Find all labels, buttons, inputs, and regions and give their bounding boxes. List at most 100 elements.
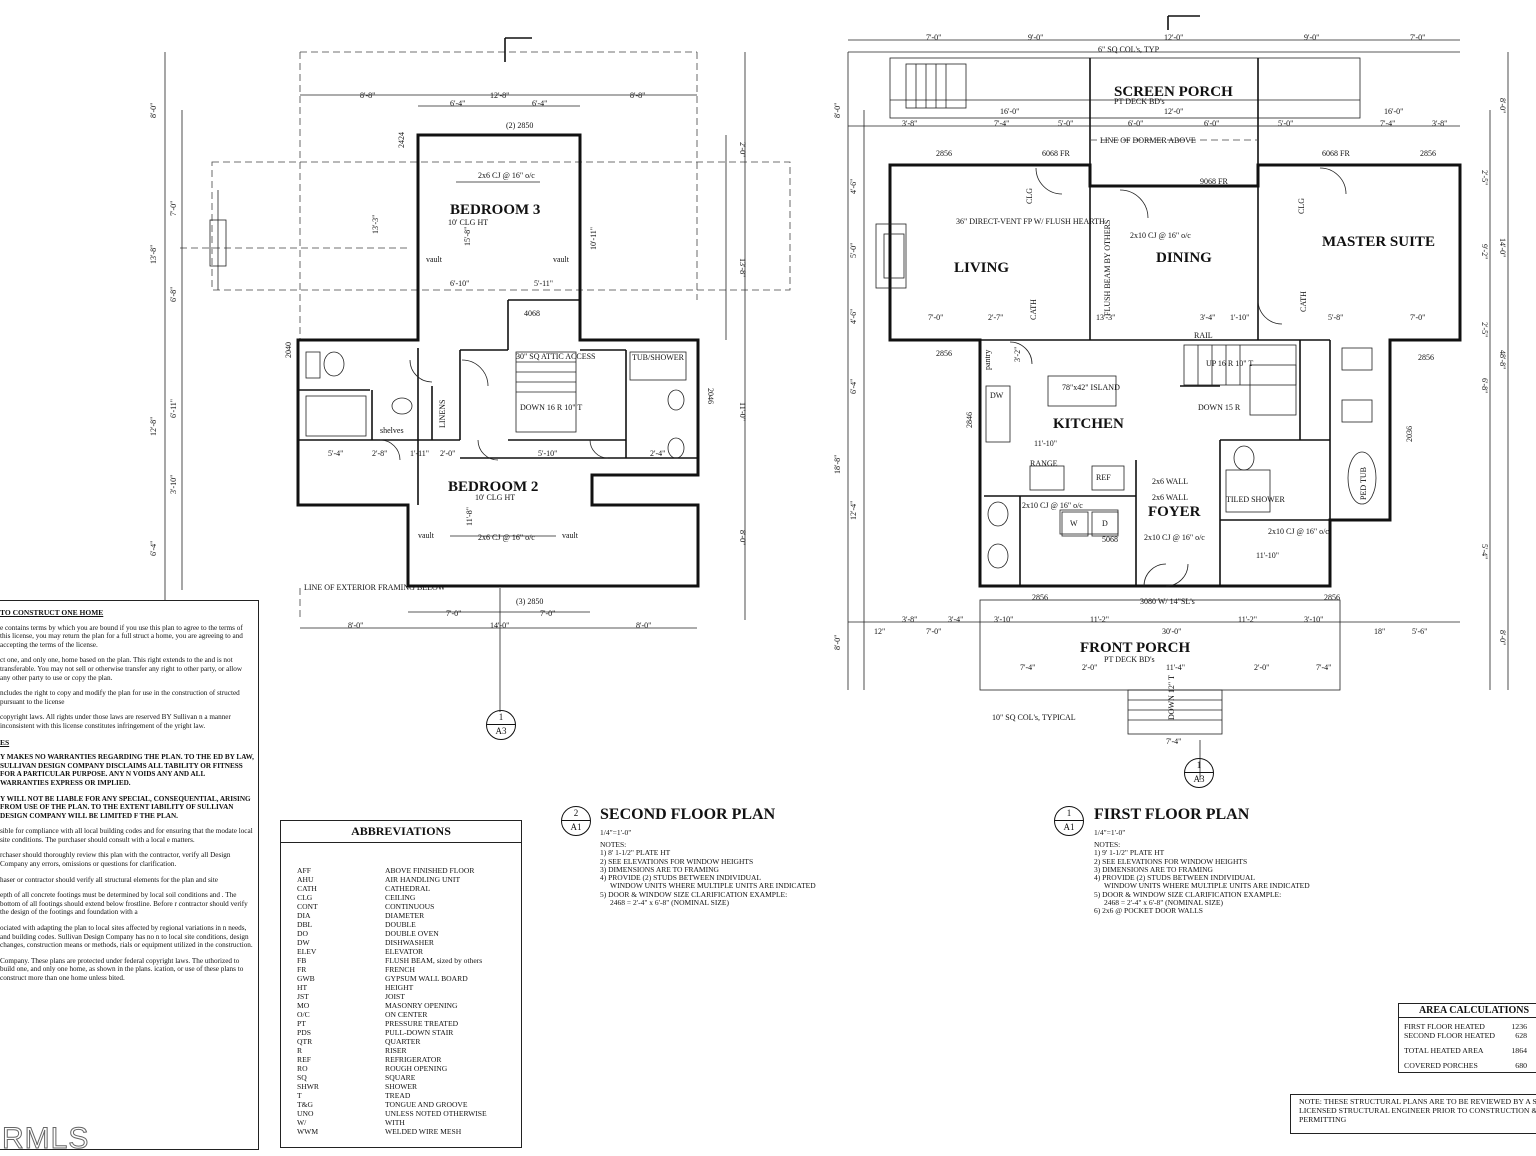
section-number: 1: [1185, 759, 1213, 773]
dimension: 5'-8": [1328, 313, 1343, 322]
abbreviation-code: CATH: [297, 884, 317, 893]
wall-note: 2x6 WALL: [1152, 477, 1188, 486]
dimension: 7'-0": [446, 609, 461, 618]
license-paragraph: sible for compliance with all local buil…: [0, 827, 253, 844]
dimension: 7'-4": [1380, 119, 1395, 128]
rail-label: RAIL: [1194, 331, 1213, 340]
cathedral-note: CATH: [1029, 299, 1038, 320]
second-floor-notes: NOTES: 1) 8' 1-1/2" PLATE HT 2) SEE ELEV…: [600, 840, 816, 907]
window-tag: (2) 2850: [506, 121, 533, 130]
screen-porch-label: SCREEN PORCH: [1114, 84, 1233, 100]
dimension: 11'-2": [1090, 615, 1109, 624]
first-floor-scale: 1/4"=1'-0": [1094, 828, 1126, 837]
note-line: WINDOW UNITS WHERE MULTIPLE UNITS ARE IN…: [1104, 881, 1310, 891]
dimension: 1'-11": [410, 449, 429, 458]
note-line: 5) DOOR & WINDOW SIZE CLARIFICATION EXAM…: [600, 889, 788, 899]
area-label: TOTAL HEATED AREA: [1404, 1046, 1484, 1055]
abbreviation-code: R: [297, 1046, 303, 1055]
tub-shower-label: TUB/SHOWER: [632, 353, 685, 362]
area-value: 1864: [1511, 1046, 1527, 1055]
dimension: 5'-11": [534, 279, 553, 288]
abbreviation-meaning: TONGUE AND GROOVE: [385, 1100, 468, 1109]
dimension: 7'-4": [1316, 663, 1331, 672]
area-label: SECOND FLOOR HEATED: [1404, 1031, 1495, 1040]
abbreviation-meaning: WELDED WIRE MESH: [385, 1127, 462, 1136]
dimension: 3'-2": [1013, 347, 1022, 362]
note-line: 5) DOOR & WINDOW SIZE CLARIFICATION EXAM…: [1094, 889, 1282, 899]
abbreviation-code: AFF: [297, 866, 311, 875]
license-paragraph: rchaser should thoroughly review this pl…: [0, 851, 231, 869]
attic-access-label: 30" SQ ATTIC ACCESS: [516, 352, 596, 361]
dimension: 8'-0": [833, 103, 842, 118]
abbreviation-meaning: FLUSH BEAM, sized by others: [385, 956, 483, 965]
abbreviation-meaning: CATHEDRAL: [385, 884, 431, 893]
dimension: 5'-0": [1278, 119, 1293, 128]
dimension: 15'-8": [463, 227, 472, 246]
bath-joists: 2x10 CJ @ 16" o/c: [1268, 527, 1329, 536]
dimension: 2'-0": [738, 142, 747, 157]
note-line: 1) 8' 1-1/2" PLATE HT: [600, 848, 671, 858]
bedroom-3-label: BEDROOM 3: [450, 202, 540, 218]
abbreviation-code: T: [297, 1091, 302, 1100]
abbreviation-code: DO: [297, 929, 308, 938]
abbreviation-meaning: PRESSURE TREATED: [385, 1019, 459, 1028]
abbreviation-meaning: UNLESS NOTED OTHERWISE: [385, 1109, 487, 1118]
wall-note: 2x6 WALL: [1152, 493, 1188, 502]
island-note: 78"x42" ISLAND: [1062, 383, 1120, 392]
foyer-joists: 2x10 CJ @ 16" o/c: [1144, 533, 1205, 542]
license-paragraph: ncludes the right to copy and modify the…: [0, 689, 240, 706]
dimension: 12'-0": [1164, 107, 1183, 116]
dimension: 18'-8": [833, 455, 842, 474]
dimension: 8'-0": [738, 530, 747, 545]
dimension: 2'-4": [650, 449, 665, 458]
dimension: 12'-8": [149, 417, 158, 436]
bedroom-2-joists: 2x6 CJ @ 16" o/c: [478, 533, 535, 542]
section-marker: 1 A3: [486, 710, 516, 740]
note-line: NOTES:: [1094, 840, 1121, 849]
abbreviation-meaning: AIR HANDLING UNIT: [385, 875, 461, 884]
columns-note: 6" SQ COL's, TYP: [1098, 45, 1160, 54]
ped-tub-label: PED TUB: [1359, 467, 1368, 500]
dimension: 48'-8": [1498, 350, 1507, 369]
dimension: 16'-0": [1384, 107, 1403, 116]
abbreviation-code: PDS: [297, 1028, 311, 1037]
note-line: 6) 2x6 @ POCKET DOOR WALLS: [1094, 906, 1203, 916]
stair-up-label: UP 16 R 10" T: [1206, 359, 1253, 368]
dimension: 7'-0": [926, 33, 941, 42]
license-paragraph: copyright laws. All rights under those l…: [0, 713, 231, 730]
dimension: 11'-0": [738, 402, 747, 421]
watermark-logo: RMLS: [1, 1122, 90, 1156]
dimension: 8'-0": [1498, 98, 1507, 113]
cathedral-note: CATH: [1299, 291, 1308, 312]
abbreviation-meaning: TREAD: [385, 1091, 411, 1100]
dimension: 2'-8": [372, 449, 387, 458]
abbreviation-meaning: DIAMETER: [385, 911, 425, 920]
abbreviation-code: UNO: [297, 1109, 314, 1118]
note-line: 2) SEE ELEVATIONS FOR WINDOW HEIGHTS: [1094, 856, 1248, 866]
door-tag: 4068: [524, 309, 540, 318]
abbreviation-meaning: RISER: [385, 1046, 407, 1055]
window-tag: 2856: [1420, 149, 1436, 158]
linens-label: LINENS: [438, 400, 447, 428]
vault-note: vault: [426, 255, 443, 264]
tiled-shower-label: TILED SHOWER: [1226, 495, 1286, 504]
stair-down-label: DOWN 15 R: [1198, 403, 1241, 412]
abbreviation-code: MO: [297, 1001, 310, 1010]
abbreviation-code: T&G: [297, 1100, 314, 1109]
abbreviation-meaning: ON CENTER: [385, 1010, 428, 1019]
area-row: TOTAL HEATED AREA 1864: [1399, 1046, 1536, 1055]
dimension: 6'-8": [1480, 378, 1489, 393]
